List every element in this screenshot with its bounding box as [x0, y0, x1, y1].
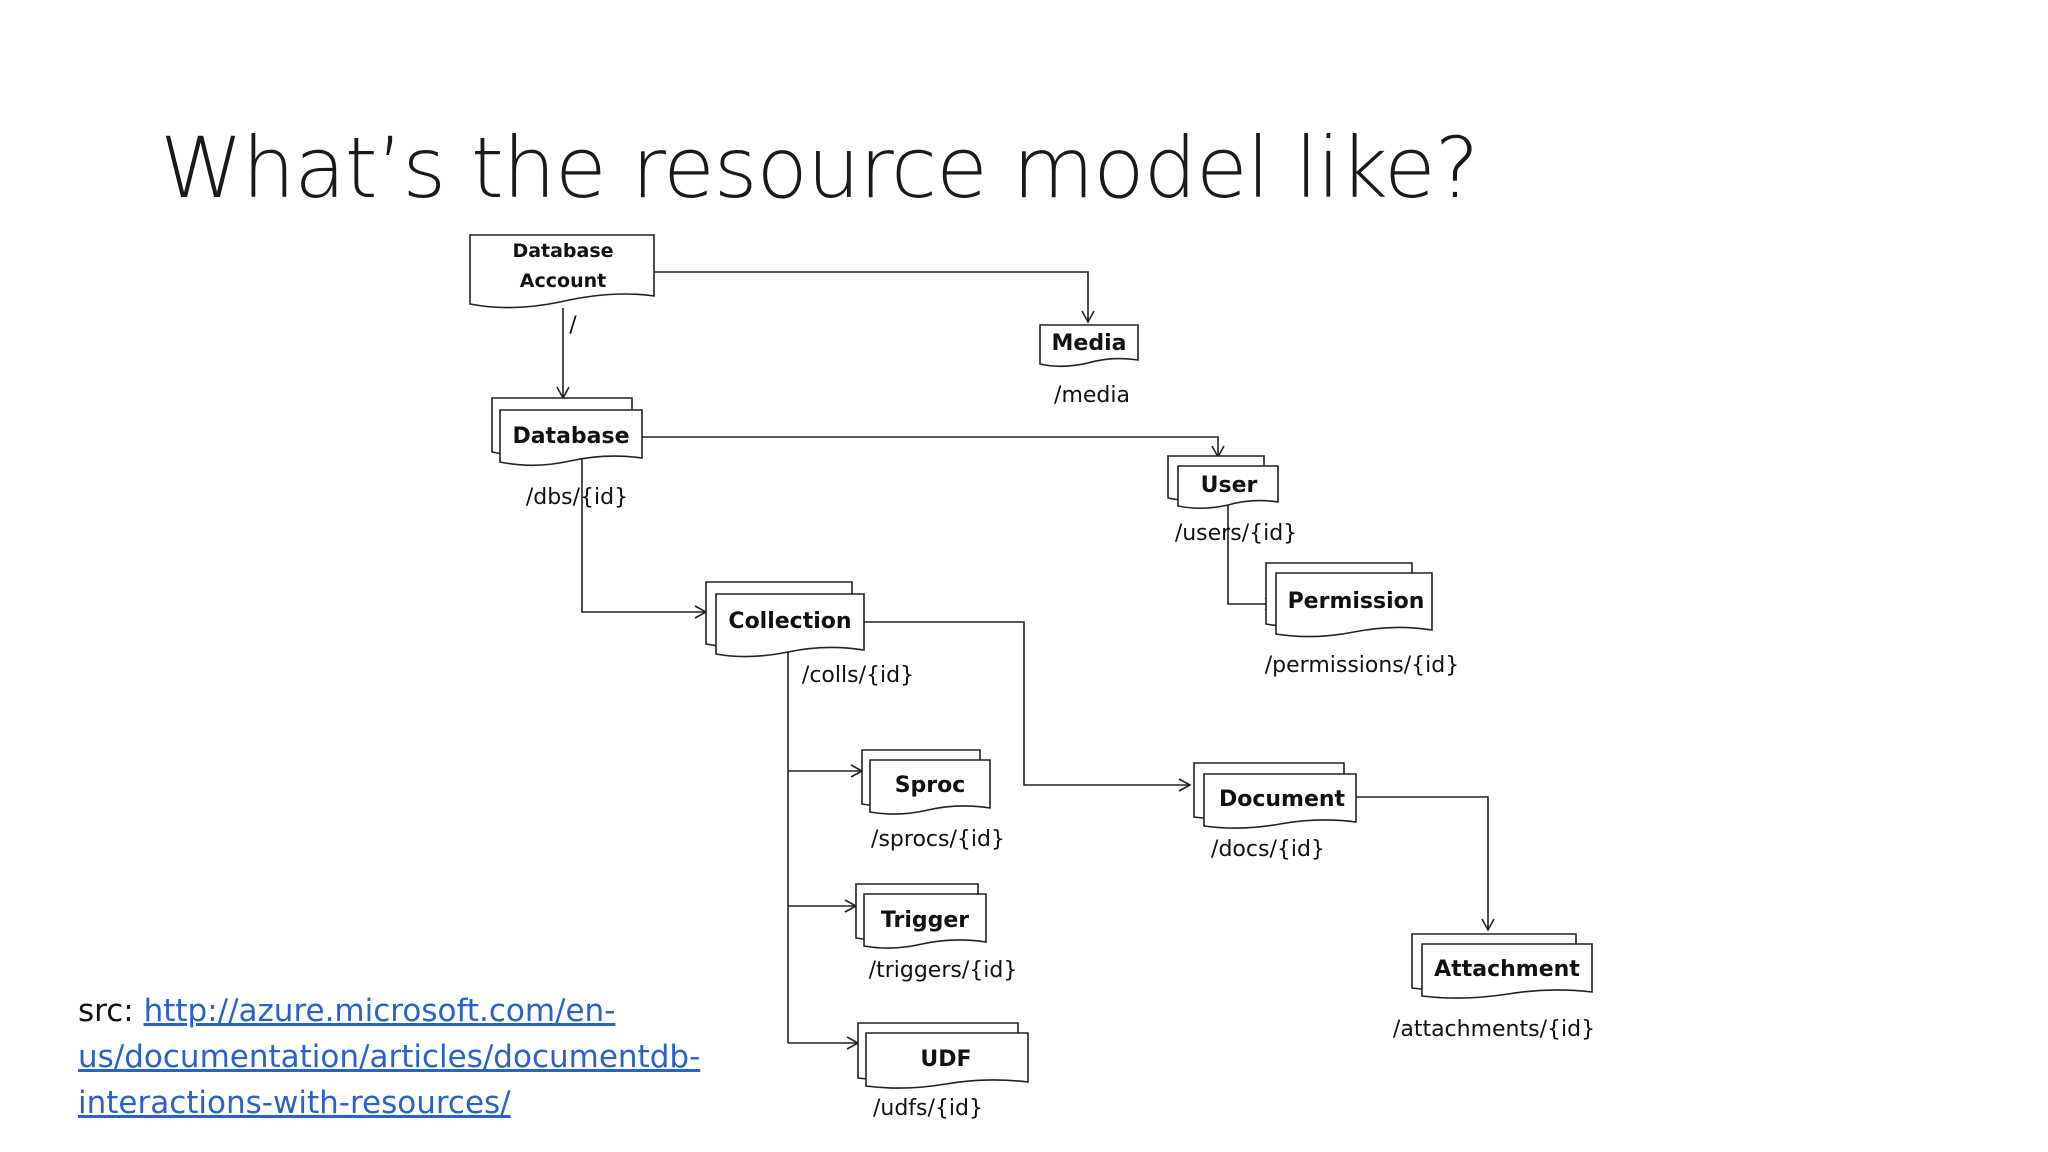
database-path: /dbs/{id} [526, 485, 628, 510]
node-attachment: Attachment /attachments/{id} [1393, 933, 1595, 1042]
source-citation: src: http://azure.microsoft.com/en-us/do… [78, 988, 798, 1126]
permission-path: /permissions/{id} [1265, 653, 1460, 678]
database-label: Database [512, 424, 629, 449]
node-sproc: Sproc /sprocs/{id} [861, 749, 1005, 852]
trigger-path: /triggers/{id} [869, 958, 1018, 983]
slide-title: What’s the resource model like? [160, 119, 1479, 217]
source-prefix: src: [78, 993, 144, 1029]
document-label: Document [1219, 787, 1346, 812]
connector-account-to-media [652, 271, 1095, 324]
connector-document-to-attachment [1352, 796, 1495, 932]
udf-path: /udfs/{id} [873, 1096, 983, 1121]
database-account-label-line1: Database [512, 240, 613, 262]
node-udf: UDF /udfs/{id} [857, 1022, 1029, 1121]
udf-label: UDF [920, 1047, 971, 1072]
node-media: Media /media [1039, 324, 1139, 408]
media-label: Media [1052, 331, 1127, 356]
trigger-label: Trigger [881, 908, 969, 933]
connector-collection-to-document [860, 621, 1192, 792]
user-path: /users/{id} [1175, 521, 1297, 546]
document-path: /docs/{id} [1211, 837, 1325, 862]
collection-path: /colls/{id} [802, 663, 914, 688]
attachment-path: /attachments/{id} [1393, 1017, 1595, 1042]
connector-database-to-user [640, 436, 1225, 459]
node-document: Document /docs/{id} [1193, 762, 1357, 862]
attachment-label: Attachment [1434, 957, 1580, 982]
user-label: User [1201, 473, 1258, 498]
permission-label: Permission [1288, 589, 1425, 614]
node-trigger: Trigger /triggers/{id} [855, 883, 1018, 983]
connector-user-to-permission [1227, 500, 1278, 611]
collection-label: Collection [728, 609, 851, 634]
node-collection: Collection /colls/{id} [705, 581, 914, 688]
database-account-path: / [569, 313, 577, 338]
media-path: /media [1054, 383, 1130, 408]
node-database: Database /dbs/{id} [491, 397, 643, 510]
connector-database-to-collection [581, 456, 708, 619]
source-link[interactable]: http://azure.microsoft.com/en-us/documen… [78, 993, 701, 1121]
connectors [556, 271, 1495, 1050]
node-database-account: Database Account / [469, 234, 655, 338]
database-account-label-line2: Account [520, 270, 606, 292]
sproc-label: Sproc [895, 773, 966, 798]
node-permission: Permission /permissions/{id} [1265, 562, 1460, 678]
sproc-path: /sprocs/{id} [871, 827, 1005, 852]
node-user: User /users/{id} [1167, 455, 1297, 546]
